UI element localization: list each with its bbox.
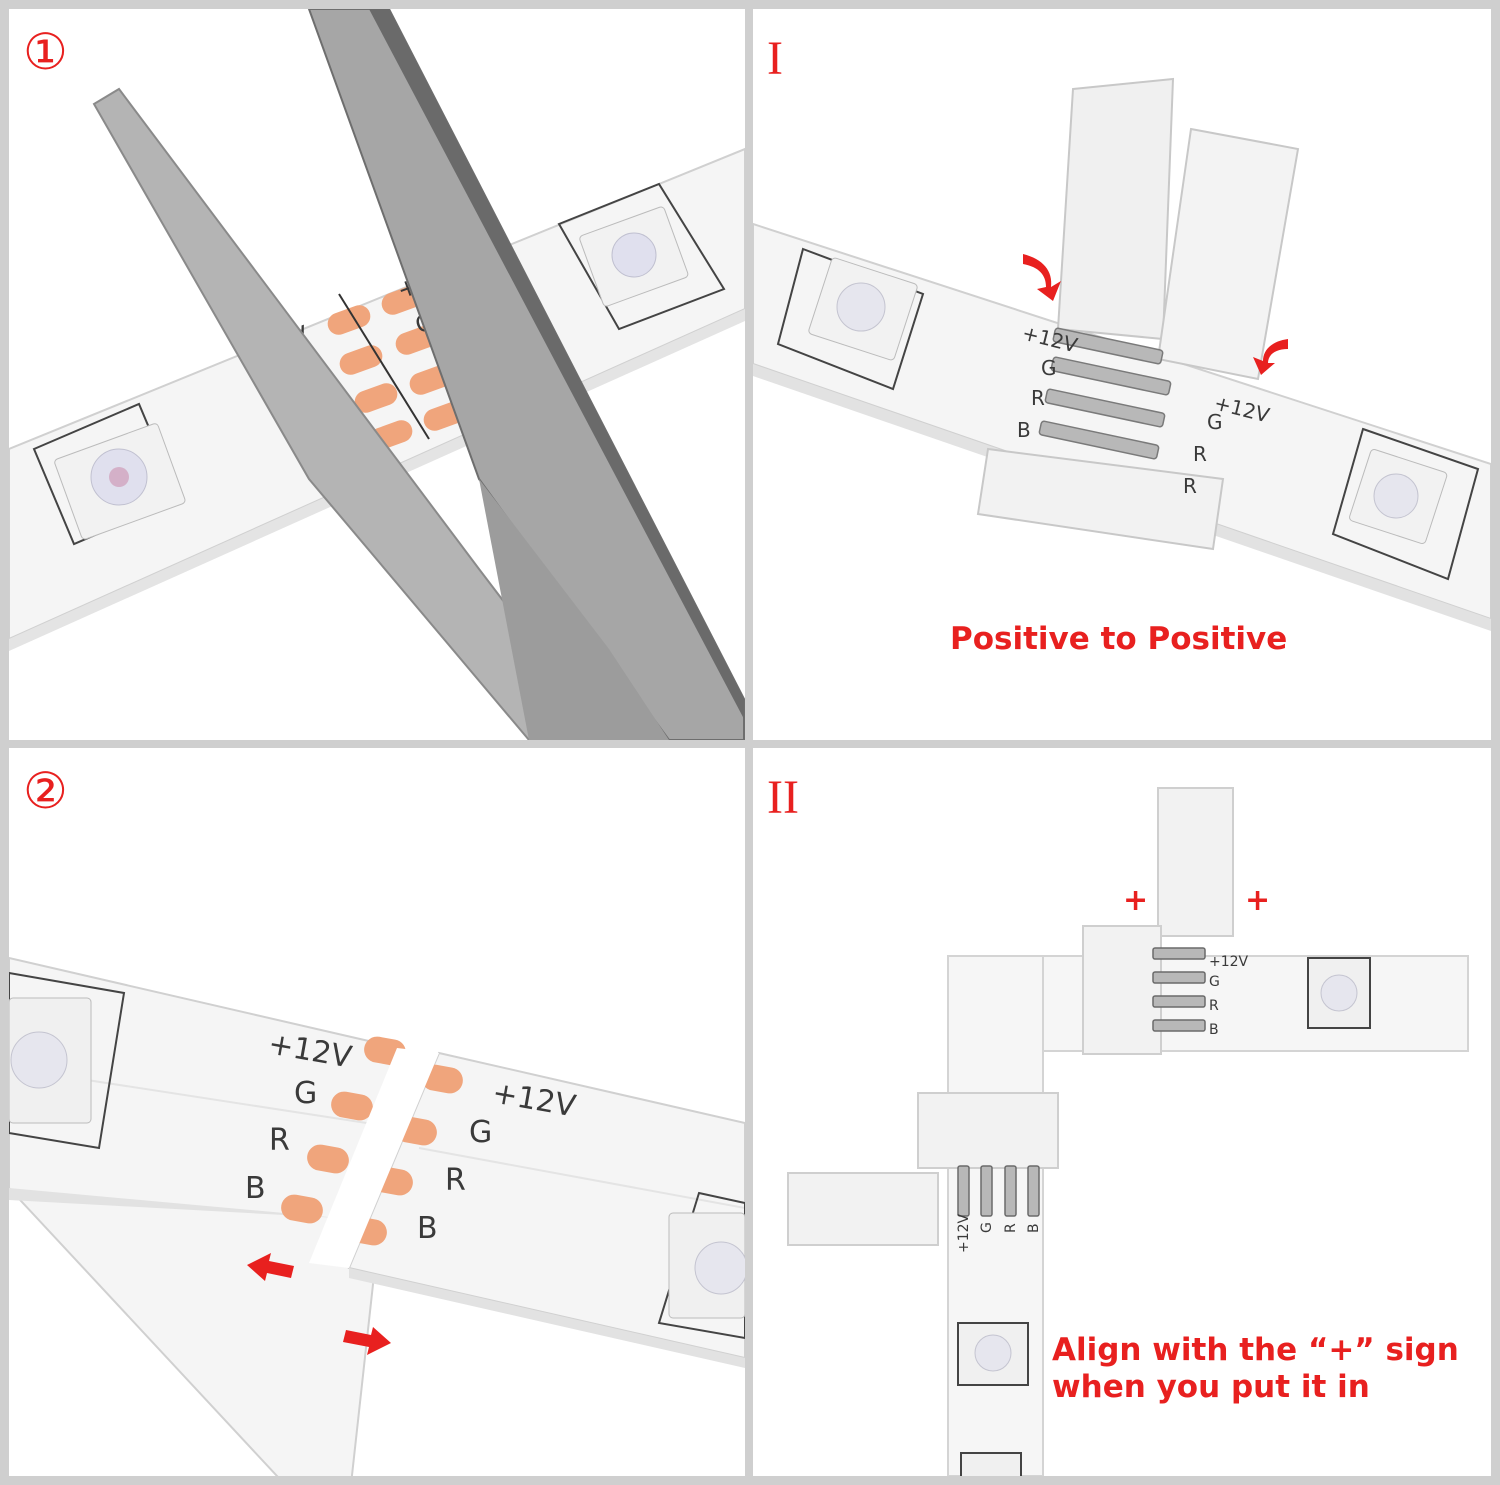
- strip-label-left-r: R: [269, 1123, 290, 1158]
- step-label: I: [767, 32, 783, 85]
- step-label: ①: [23, 23, 68, 81]
- separate-arrow-left-icon: [247, 1253, 294, 1281]
- connector-clip-left: [787, 1092, 1059, 1246]
- step-label: ②: [23, 762, 68, 820]
- connector-illustration: +12V G R B +12V G R R: [753, 77, 1491, 631]
- strip-label-v-g: G: [979, 1222, 995, 1233]
- panel-straight-connector: +12V G R B +12V G R R I Positive to Posi…: [753, 9, 1491, 740]
- connector-clip-top: [1082, 787, 1234, 1055]
- connector-clip: [976, 77, 1300, 551]
- caption: Align with the “+” sign when you put it …: [1052, 1332, 1459, 1406]
- strip-label-right-g: G: [469, 1115, 492, 1150]
- press-arrow-icon: [1023, 254, 1288, 375]
- caption-line-2: when you put it in: [1052, 1369, 1370, 1405]
- strip-label-v-12v: +12V: [956, 1213, 972, 1253]
- led-chip-left: [776, 247, 925, 391]
- strip-label-right-g: G: [1207, 410, 1223, 434]
- strip-label-left-r: R: [1031, 386, 1045, 410]
- separated-illustration: +12V G R B +12V G R B: [9, 956, 745, 1476]
- strip-label-left-b: B: [245, 1171, 266, 1206]
- strip-label-h-12v: +12V: [1209, 954, 1249, 970]
- strip-label-left-g: G: [294, 1076, 317, 1111]
- caption-line-1: Align with the “+” sign: [1052, 1332, 1459, 1368]
- scissors-icon: [92, 9, 745, 740]
- strip-label-h-r: R: [1209, 998, 1219, 1014]
- strip-label-v-b: B: [1026, 1223, 1042, 1233]
- led-chip-right: [657, 1191, 745, 1340]
- plus-mark-left: +: [1123, 883, 1148, 918]
- panel-corner-connector: +12V G R B +12V G R B + + II Align with …: [753, 748, 1491, 1476]
- strip-label-left-g: G: [1041, 356, 1057, 380]
- strip-label-left-b: B: [1017, 418, 1031, 442]
- plus-mark-right: +: [1245, 883, 1270, 918]
- separate-arrow-right-icon: [343, 1327, 391, 1355]
- strip-label-right-b: B: [417, 1211, 438, 1246]
- led-strip-vertical: [947, 955, 1044, 1476]
- led-chip-left: [9, 971, 126, 1150]
- strip-label-h-b: B: [1209, 1022, 1219, 1038]
- caption: Positive to Positive: [950, 621, 1288, 657]
- led-chip-left: [32, 402, 186, 546]
- led-strip-left-piece: [9, 956, 401, 1476]
- strip-label-v-r: R: [1003, 1223, 1019, 1233]
- strip-label-right-r2: R: [1183, 474, 1197, 498]
- led-strip-right-piece: [347, 1051, 745, 1368]
- strip-label-right-r: R: [1193, 442, 1207, 466]
- panel-separated-strip: +12V G R B +12V G R B ②: [9, 748, 745, 1476]
- step-label: II: [767, 771, 799, 824]
- led-chip-right: [1331, 427, 1480, 581]
- cut-illustration: +12V G R B + G: [9, 9, 745, 740]
- strip-label-right-r: R: [445, 1163, 466, 1198]
- panel-cut-strip: +12V G R B + G ①: [9, 9, 745, 740]
- strip-label-h-g: G: [1209, 974, 1220, 990]
- corner-illustration: +12V G R B +12V G R B + +: [787, 787, 1469, 1476]
- led-chip-right: [557, 182, 726, 331]
